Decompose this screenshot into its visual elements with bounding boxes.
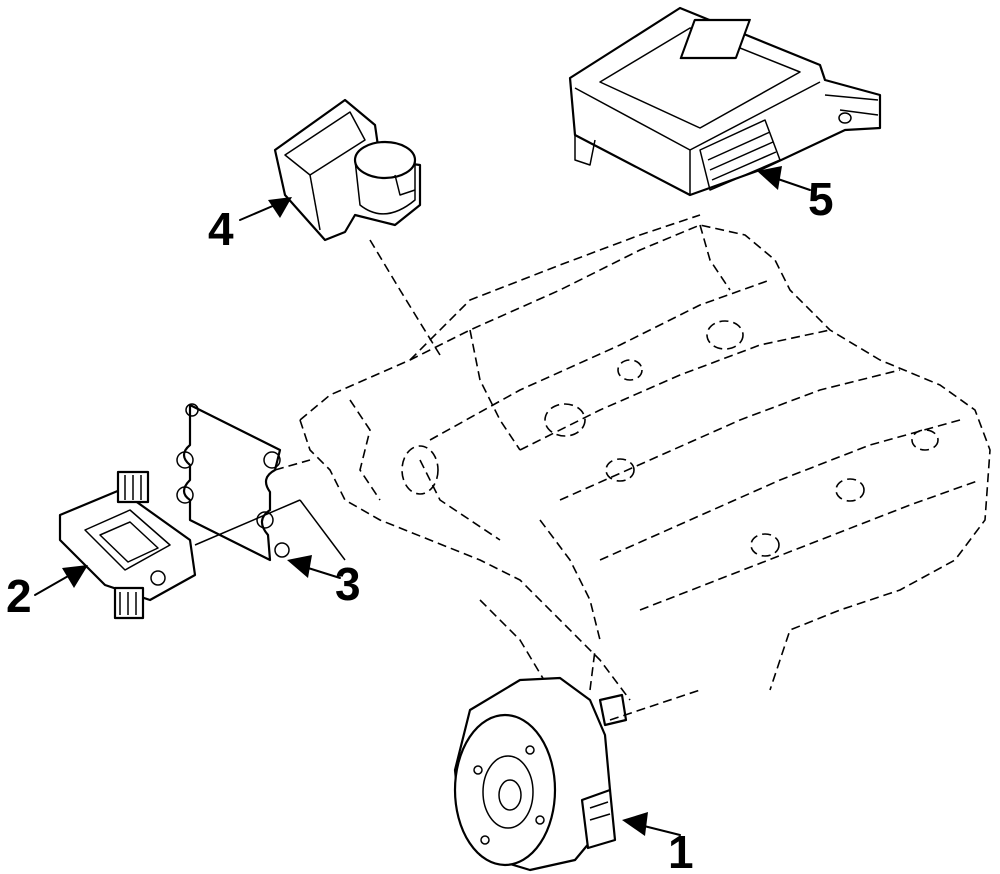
gasket — [176, 403, 290, 562]
callout-5: 5 — [808, 173, 834, 225]
callout-1: 1 — [668, 826, 694, 874]
hub-pulley-unit — [453, 676, 628, 872]
callout-2: 2 — [6, 570, 32, 622]
engine-block-outline — [299, 214, 991, 721]
control-module — [568, 6, 882, 197]
sensor-module — [58, 470, 197, 620]
connection-lines — [194, 239, 701, 721]
callout-4: 4 — [208, 203, 234, 255]
callout-arrows — [34, 166, 811, 836]
callout-3: 3 — [335, 558, 361, 610]
sensor-unit — [273, 98, 422, 242]
